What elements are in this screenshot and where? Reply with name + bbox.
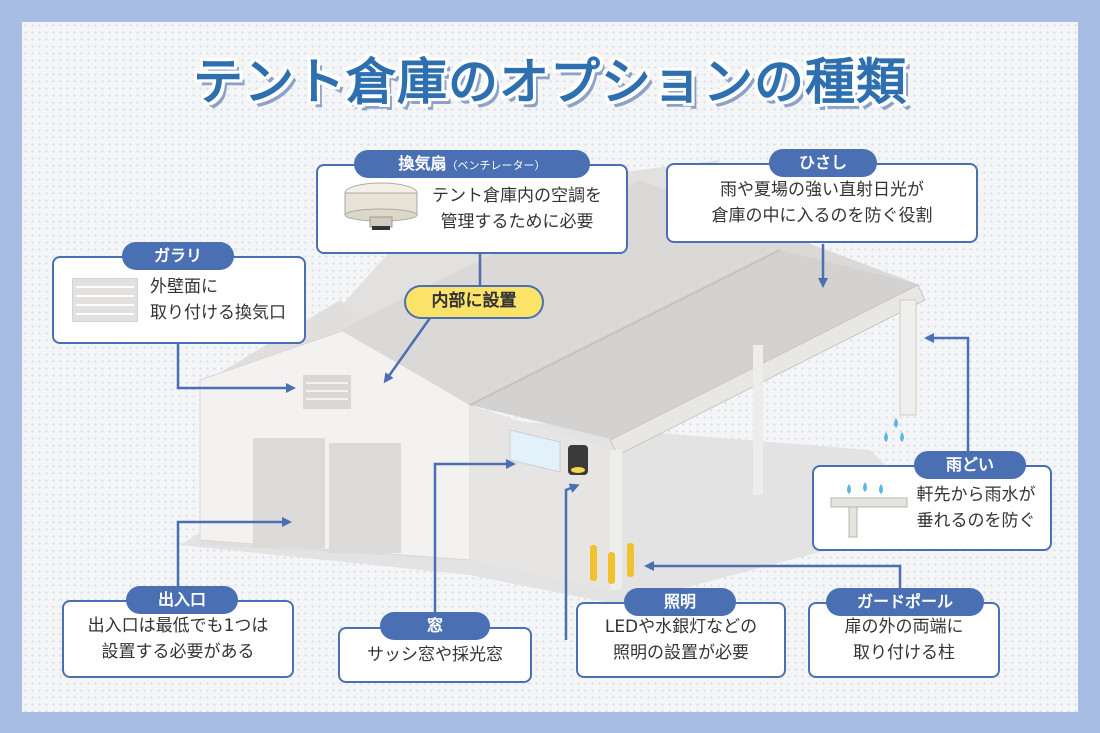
louver-tag: ガラリ — [122, 242, 234, 270]
guard-pole-text: 扉の外の両端に 取り付ける柱 — [844, 616, 964, 663]
ventilator-text: テント倉庫内の空調を 管理するために必要 — [432, 185, 602, 232]
ventilator-label: 換気扇 — [398, 154, 447, 173]
gutter-callout: 軒先から雨水が 垂れるのを防ぐ — [812, 465, 1052, 551]
inner-install-tag: 内部に設置 — [404, 285, 544, 319]
eaves-tag: ひさし — [769, 149, 877, 177]
louver-vent-icon — [72, 278, 138, 322]
window-tag: 窓 — [380, 612, 490, 640]
entrance-text: 出入口は最低でも1つは 設置する必要がある — [87, 615, 269, 662]
leader-lighting — [564, 483, 580, 640]
roof-seam — [469, 249, 781, 406]
main-roof — [340, 180, 920, 440]
canopy-roof — [470, 250, 920, 440]
rain-drops — [884, 418, 904, 442]
window-text: サッシ窓や採光窓 — [367, 644, 503, 665]
guard-pole-tag: ガードポール — [826, 588, 984, 616]
entrance-door-left — [253, 438, 325, 548]
window-callout: サッシ窓や採光窓 — [338, 627, 532, 683]
leader-entrance — [176, 517, 292, 590]
eaves-text: 雨や夏場の強い直射日光が 倉庫の中に入るのを防ぐ役割 — [711, 179, 933, 226]
leader-gutter — [924, 333, 970, 458]
rain-gutter-icon — [830, 482, 907, 538]
leader-window — [433, 459, 516, 615]
light-fixture — [568, 445, 588, 475]
leader-louver — [176, 342, 296, 393]
ventilator-label-sub: （ベンチレーター） — [446, 159, 546, 172]
entrance-tag: 出入口 — [126, 586, 238, 614]
louver-text: 外壁面に 取り付ける換気口 — [150, 276, 286, 323]
leader-guard-pole — [644, 561, 902, 590]
page-title: テント倉庫のオプションの種類 — [193, 53, 907, 111]
leader-ventilator-inner — [383, 317, 432, 384]
lighting-text: LEDや水銀灯などの 照明の設置が必要 — [604, 616, 758, 663]
ventilator-fan-icon — [344, 182, 418, 230]
louver-vent — [303, 375, 351, 409]
ventilator-callout: テント倉庫内の空調を 管理するために必要 — [316, 164, 628, 254]
canopy-post — [753, 345, 763, 495]
side-window — [509, 429, 561, 473]
gutter-tag: 雨どい — [914, 451, 1026, 479]
lighting-tag: 照明 — [624, 588, 736, 616]
guard-poles — [590, 543, 634, 584]
gutter-text: 軒先から雨水が 垂れるのを防ぐ — [916, 484, 1036, 531]
louver-callout: 外壁面に 取り付ける換気口 — [52, 256, 306, 344]
entrance-door-right — [329, 443, 401, 553]
gutter-downpipe — [899, 299, 917, 416]
ventilator-tag: 換気扇（ベンチレーター） — [354, 150, 590, 178]
